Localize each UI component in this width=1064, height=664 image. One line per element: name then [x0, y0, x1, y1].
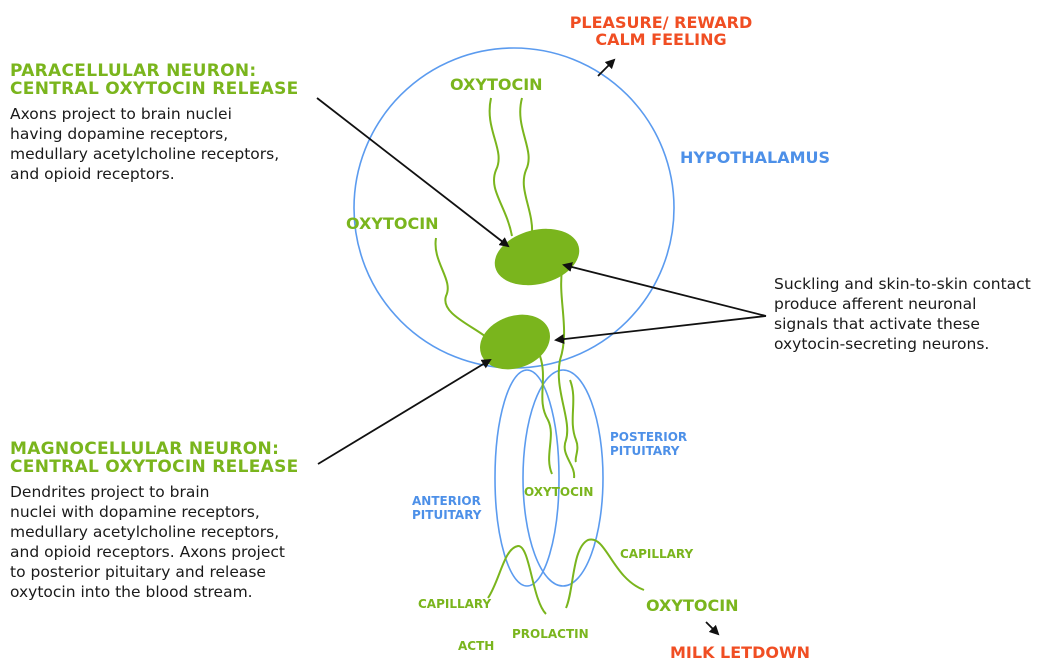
reward-line-1: PLEASURE/ REWARD [566, 14, 756, 31]
suckling-body-line: produce afferent neuronal [774, 294, 1031, 314]
suckling-block: Suckling and skin-to-skin contact produc… [774, 274, 1031, 354]
paracellular-body-line: medullary acetylcholine receptors, [10, 144, 299, 164]
paracellular-title-line-2: CENTRAL OXYTOCIN RELEASE [10, 80, 299, 98]
axon-posterior-stem [570, 380, 577, 462]
arrow-milk-letdown [706, 622, 718, 634]
arrow-magnocellular [318, 360, 490, 464]
axon-left [436, 238, 490, 340]
magnocellular-body-line: nuclei with dopamine receptors, [10, 502, 299, 522]
magnocellular-body: Dendrites project to brain nuclei with d… [10, 482, 299, 602]
paracellular-title-line-1: PARACELLULAR NEURON: [10, 62, 299, 80]
arrow-suckling-lower [556, 316, 766, 340]
anterior-pituitary-line-1: ANTERIOR [412, 494, 481, 508]
suckling-body-line: signals that activate these [774, 314, 1031, 334]
paracellular-neuron-body [489, 220, 586, 293]
posterior-pituitary-line-1: POSTERIOR [610, 430, 687, 444]
magnocellular-neuron-body [472, 305, 557, 378]
milk-letdown-label: MILK LETDOWN [670, 644, 810, 661]
axon-upper-neuron-stem [559, 270, 574, 478]
arrow-reward [598, 60, 614, 76]
oxytocin-top-label: OXYTOCIN [450, 75, 543, 94]
magnocellular-body-line: and opioid receptors. Axons project [10, 542, 299, 562]
paracellular-body: Axons project to brain nuclei having dop… [10, 104, 299, 184]
axon-top-1 [490, 98, 512, 236]
magnocellular-title-line-2: CENTRAL OXYTOCIN RELEASE [10, 458, 299, 476]
magnocellular-body-line: oxytocin into the blood stream. [10, 582, 299, 602]
posterior-pituitary-line-2: PITUITARY [610, 444, 687, 458]
oxytocin-pituitary-label: OXYTOCIN [524, 485, 593, 499]
magnocellular-body-line: Dendrites project to brain [10, 482, 299, 502]
paracellular-body-line: Axons project to brain nuclei [10, 104, 299, 124]
magnocellular-body-line: medullary acetylcholine receptors, [10, 522, 299, 542]
posterior-pituitary-label: POSTERIOR PITUITARY [610, 430, 687, 458]
oxytocin-bottom-label: OXYTOCIN [646, 596, 739, 615]
reward-line-2: CALM FEELING [566, 31, 756, 48]
capillary-left-label: CAPILLARY [418, 597, 491, 611]
oxytocin-left-label: OXYTOCIN [346, 214, 439, 233]
axon-lower-neuron-stem [540, 356, 552, 474]
suckling-body-line: oxytocin-secreting neurons. [774, 334, 1031, 354]
magnocellular-block: MAGNOCELLULAR NEURON: CENTRAL OXYTOCIN R… [10, 440, 299, 602]
anterior-pituitary-outline [495, 370, 559, 586]
capillary-right-label: CAPILLARY [620, 547, 693, 561]
suckling-body-line: Suckling and skin-to-skin contact [774, 274, 1031, 294]
magnocellular-body-line: to posterior pituitary and release [10, 562, 299, 582]
paracellular-body-line: having dopamine receptors, [10, 124, 299, 144]
hypothalamus-label: HYPOTHALAMUS [680, 148, 830, 167]
anterior-pituitary-line-2: PITUITARY [412, 508, 481, 522]
axon-top-2 [520, 98, 532, 236]
paracellular-block: PARACELLULAR NEURON: CENTRAL OXYTOCIN RE… [10, 62, 299, 184]
arrow-suckling-upper [564, 265, 766, 316]
prolactin-label: PROLACTIN [512, 627, 589, 641]
paracellular-body-line: and opioid receptors. [10, 164, 299, 184]
anterior-pituitary-label: ANTERIOR PITUITARY [412, 494, 481, 522]
magnocellular-title-line-1: MAGNOCELLULAR NEURON: [10, 440, 299, 458]
acth-label: ACTH [458, 639, 494, 653]
reward-label: PLEASURE/ REWARD CALM FEELING [566, 14, 756, 48]
